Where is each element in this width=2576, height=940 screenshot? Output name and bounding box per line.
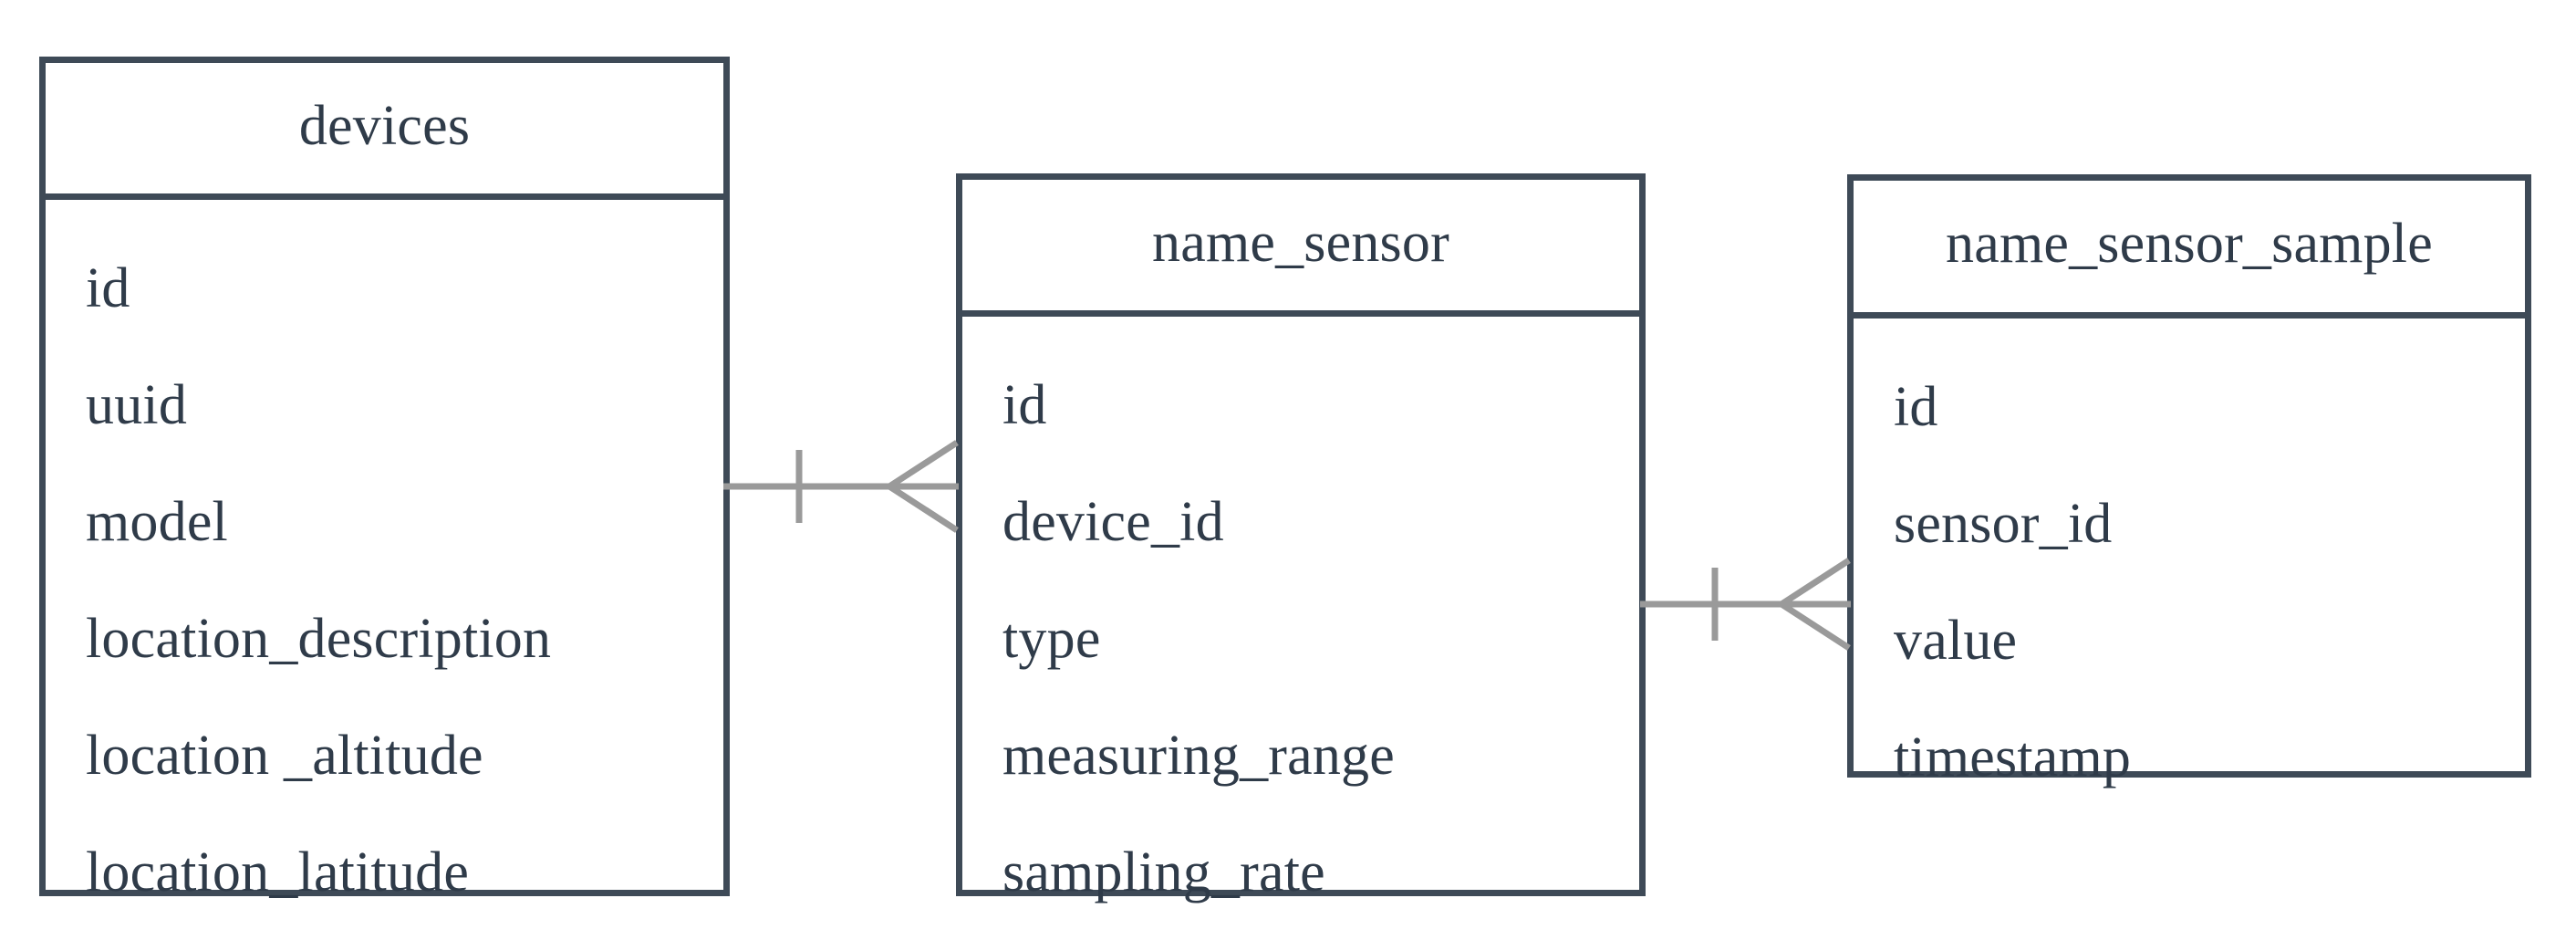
field-row[interactable]: uuid [86, 374, 188, 436]
crows-foot-icon [1780, 601, 1851, 651]
entity-name-sensor-sample[interactable]: name_sensor_sample id sensor_id value ti… [1847, 174, 2531, 786]
entity-name-sensor-sample-field-list: id sensor_id value timestamp [1854, 319, 2525, 786]
entity-name-sensor-header: name_sensor [962, 180, 1639, 317]
entity-name-sensor[interactable]: name_sensor id device_id type measuring_… [956, 173, 1646, 901]
entity-devices[interactable]: devices id uuid model location_descripti… [39, 57, 730, 901]
field-row[interactable]: id [1002, 374, 1047, 436]
crows-foot-icon [888, 440, 959, 489]
relationship-devices-to-name-sensor[interactable] [723, 415, 962, 561]
entity-name-sensor-sample-title: name_sensor_sample [1946, 213, 2433, 275]
field-row[interactable]: location_description [86, 608, 552, 670]
field-row[interactable]: measuring_range [1002, 725, 1395, 787]
field-row[interactable]: model [86, 491, 228, 553]
field-row[interactable]: device_id [1002, 491, 1224, 553]
entity-devices-header: devices [46, 63, 723, 200]
crows-foot-icon [888, 484, 959, 533]
field-row[interactable]: sensor_id [1894, 493, 2113, 555]
field-row[interactable]: timestamp [1894, 726, 2132, 789]
field-row[interactable]: location _altitude [86, 725, 483, 787]
entity-name-sensor-field-list: id device_id type measuring_range sampli… [962, 317, 1639, 901]
field-row[interactable]: value [1894, 610, 2018, 672]
relationship-name-sensor-to-name-sensor-sample[interactable] [1640, 533, 1854, 679]
field-row[interactable]: location_latitude [86, 841, 470, 903]
field-row[interactable]: id [1894, 376, 1938, 438]
crows-foot-icon [1780, 558, 1851, 607]
field-row[interactable]: type [1002, 608, 1101, 670]
field-row[interactable]: id [86, 257, 130, 319]
field-row[interactable]: sampling_rate [1002, 841, 1325, 903]
entity-name-sensor-title: name_sensor [1152, 211, 1449, 274]
entity-devices-title: devices [298, 94, 471, 157]
entity-devices-field-list: id uuid model location_description locat… [46, 200, 723, 901]
entity-name-sensor-sample-header: name_sensor_sample [1854, 181, 2525, 319]
